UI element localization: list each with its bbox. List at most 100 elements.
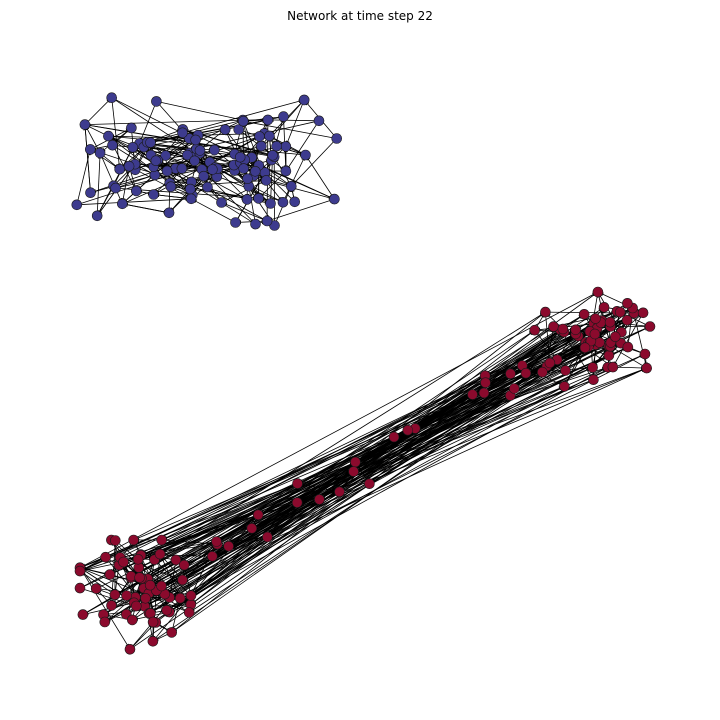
graph-node: [106, 600, 117, 611]
graph-node: [289, 196, 301, 208]
graph-edge: [119, 557, 183, 581]
graph-edge: [612, 312, 644, 368]
graph-node: [106, 92, 117, 103]
graph-edge: [285, 99, 305, 147]
graph-edge: [169, 346, 589, 598]
graph-node: [285, 180, 297, 192]
graph-node: [107, 139, 118, 151]
graph-edge: [79, 567, 192, 596]
graph-edge: [144, 359, 558, 607]
graph-node: [480, 377, 491, 389]
graph-node: [598, 301, 610, 313]
graph-node: [508, 383, 520, 394]
graph-node: [520, 367, 532, 379]
graph-node: [198, 170, 209, 182]
graph-node: [350, 456, 361, 468]
graph-edge: [221, 180, 267, 203]
graph-node: [587, 362, 598, 373]
graph-edge: [147, 99, 305, 143]
graph-node: [124, 643, 136, 655]
graph-node: [262, 531, 273, 543]
graph-node: [209, 144, 220, 156]
figure-title: Network at time step 22: [287, 9, 433, 23]
graph-node: [548, 321, 559, 332]
graph-edge: [144, 355, 610, 607]
graph-node: [604, 316, 616, 328]
graph-node: [161, 165, 173, 177]
graph-edge: [144, 353, 646, 607]
graph-node: [478, 387, 490, 399]
graph-node: [156, 580, 167, 592]
graph-node: [194, 145, 206, 156]
graph-edge: [251, 353, 646, 529]
graph-node: [260, 175, 272, 186]
graph-node: [156, 534, 167, 546]
graph-node: [644, 321, 656, 332]
graph-node: [255, 140, 267, 152]
graph-edge: [258, 379, 594, 516]
graph-node: [242, 173, 253, 184]
graph-node: [211, 536, 222, 547]
graph-node: [252, 509, 264, 521]
graph-node: [150, 155, 162, 166]
graph-edge: [123, 307, 633, 563]
graph-edge: [140, 379, 594, 556]
graph-edge: [153, 193, 192, 200]
graph-node: [641, 362, 653, 374]
graph-node: [91, 210, 103, 222]
graph-edge: [148, 345, 611, 594]
graph-edge: [148, 386, 565, 614]
graph-node: [161, 604, 172, 616]
graph-node: [622, 341, 634, 353]
graph-node: [592, 286, 604, 298]
graph-node: [238, 115, 249, 127]
graph-edge: [79, 346, 589, 569]
graph-node: [348, 466, 359, 477]
graph-node: [578, 308, 590, 320]
graph-node: [560, 365, 571, 376]
graph-node: [588, 374, 599, 386]
graph-node: [177, 127, 188, 139]
graph-node: [300, 149, 311, 161]
graph-edge: [84, 124, 101, 154]
graph-node: [621, 314, 633, 326]
graph-node: [313, 115, 325, 127]
graph-edge: [197, 133, 265, 138]
graph-edge: [115, 159, 245, 189]
graph-node: [261, 215, 273, 227]
graph-node: [537, 366, 548, 378]
graph-edge: [251, 312, 635, 529]
graph-node: [590, 313, 601, 324]
graph-node: [85, 144, 96, 155]
graph-node: [100, 551, 111, 563]
graph-edge: [79, 311, 621, 572]
graph-node: [230, 217, 241, 228]
graph-node: [254, 131, 265, 142]
graph-node: [250, 166, 261, 177]
graph-node: [132, 553, 144, 565]
graph-node: [329, 193, 340, 205]
graph-edge: [221, 202, 268, 222]
graph-edge: [79, 587, 137, 607]
graph-node: [190, 134, 201, 146]
graph-node: [314, 494, 325, 505]
graph-edge: [267, 502, 298, 538]
graph-edge: [216, 395, 511, 542]
graph-node: [140, 592, 151, 604]
graph-node: [364, 478, 375, 490]
graph-node: [170, 554, 182, 566]
graph-edge: [84, 97, 112, 125]
graph-node: [154, 548, 166, 560]
graph-edge: [282, 154, 306, 203]
graph-edge: [166, 366, 608, 611]
graph-edge: [84, 118, 243, 125]
graph-node: [134, 572, 145, 583]
graph-node: [264, 130, 275, 142]
graph-edge: [122, 202, 170, 214]
graph-edge: [183, 329, 535, 566]
graph-node: [151, 96, 162, 107]
graph-node: [277, 197, 289, 208]
graph-edge: [267, 117, 320, 122]
